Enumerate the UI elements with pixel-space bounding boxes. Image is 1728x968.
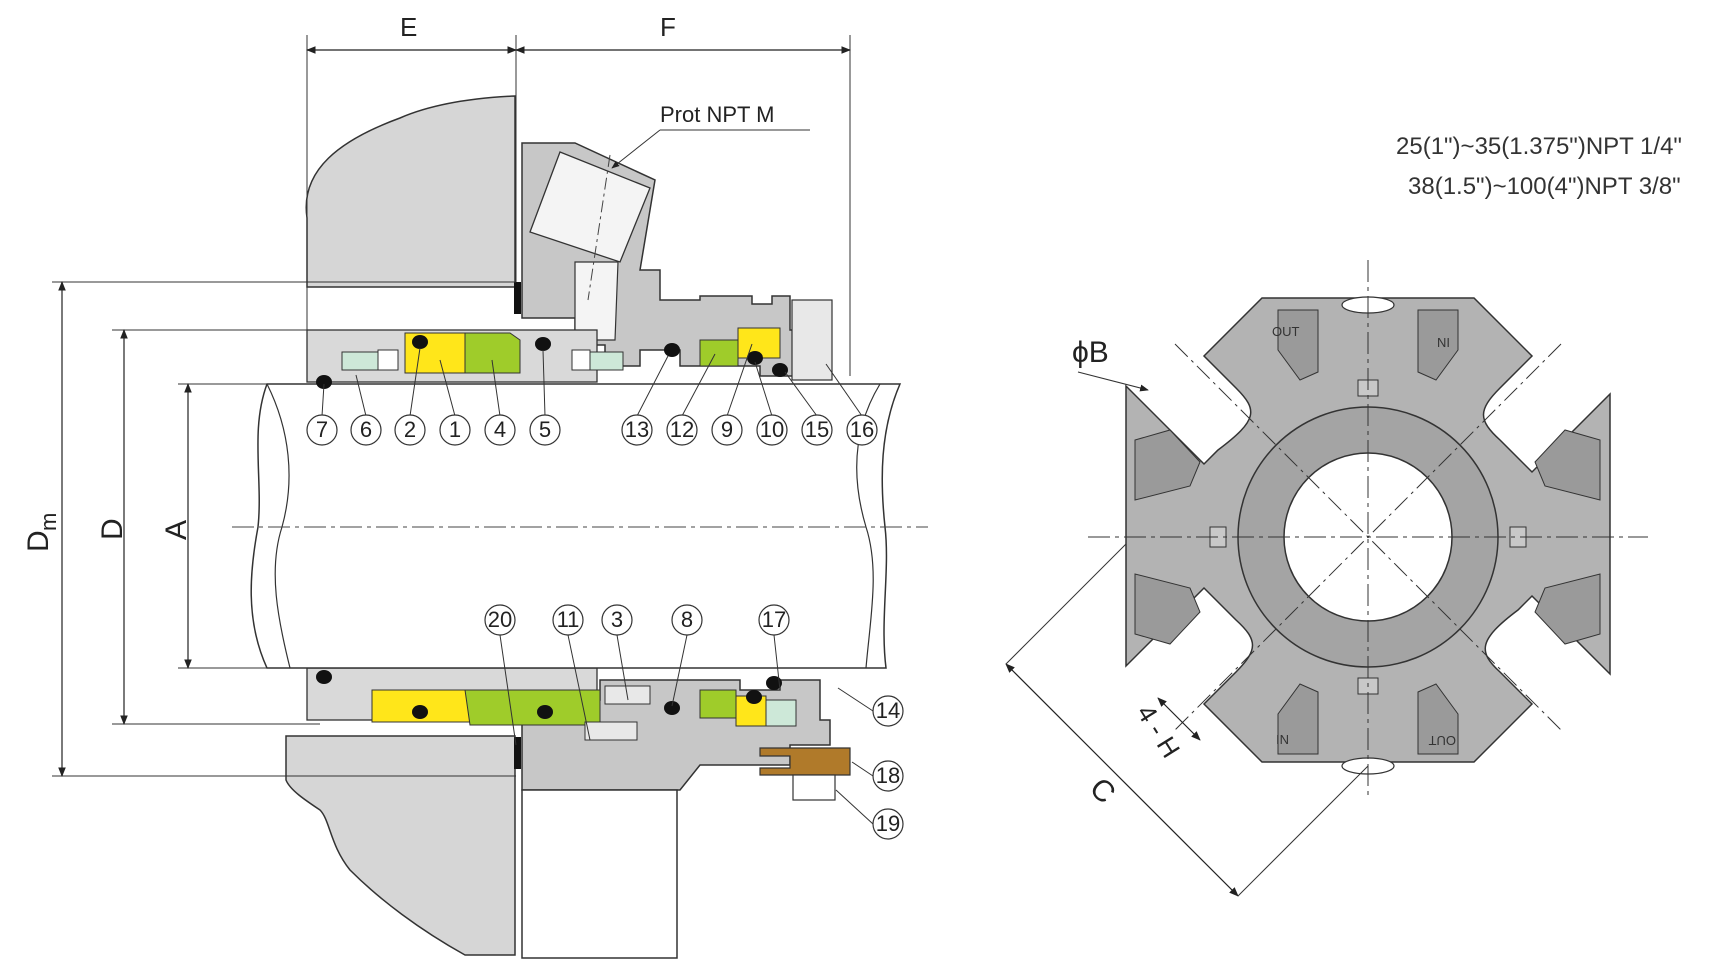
- spring-left: [341, 351, 383, 371]
- callout-number: 6: [360, 417, 372, 442]
- callout-17: 17: [758, 604, 790, 636]
- callout-number: 20: [488, 607, 512, 632]
- note-line-2: 38(1.5")~100(4")NPT 3/8": [1408, 173, 1681, 200]
- callout-number: 4: [494, 417, 506, 442]
- dim-C-line: [1005, 663, 1239, 897]
- housing-bore-lower: [521, 789, 678, 959]
- callout-3: 3: [601, 604, 633, 636]
- callout-number: 3: [611, 607, 623, 632]
- npt-port-bore: [529, 151, 651, 263]
- callout-number: 16: [850, 417, 874, 442]
- flange-gasket-lower: [514, 737, 521, 769]
- note-line-1: 25(1")~35(1.375")NPT 1/4": [1396, 133, 1682, 160]
- dim-E-label: E: [400, 12, 417, 42]
- dim-4H-line: [1157, 697, 1201, 741]
- spring-lower-b: [584, 721, 638, 741]
- callout-number: 19: [876, 811, 900, 836]
- callouts-right: 14 18 19: [835, 687, 904, 840]
- callout-number: 12: [670, 417, 694, 442]
- shaft: [250, 383, 902, 669]
- port-mark-in-bottom: IN: [1276, 732, 1289, 747]
- pump-housing-upper: [305, 95, 516, 288]
- dim-A-label: A: [160, 520, 193, 540]
- callout-2: 2: [394, 347, 426, 446]
- port-mark-in-top: IN: [1437, 335, 1450, 350]
- dim-C-label: C: [1083, 772, 1122, 811]
- dim-phiB-label: ϕB: [1072, 336, 1109, 369]
- port-mark-out-bottom: OUT: [1429, 733, 1457, 748]
- callout-number: 10: [760, 417, 784, 442]
- npt-port-passage: [574, 261, 619, 341]
- callouts-top: 7 6 2 1 4 5 13 12 9 10 15 16: [306, 343, 878, 446]
- callout-5: 5: [529, 349, 561, 446]
- callout-number: 9: [721, 417, 733, 442]
- pump-housing-lower: [285, 735, 516, 956]
- callout-13: 13: [621, 355, 669, 446]
- callout-8: 8: [671, 604, 703, 636]
- callout-number: 14: [876, 698, 900, 723]
- port-label: Prot NPT M: [660, 102, 775, 127]
- callout-number: 8: [681, 607, 693, 632]
- flange-gasket-upper: [514, 282, 521, 314]
- callout-12: 12: [666, 353, 716, 446]
- callout-number: 17: [762, 607, 786, 632]
- callout-20: 20: [484, 604, 516, 636]
- dim-Dm-label: D: [22, 530, 55, 552]
- dim-F-label: F: [660, 12, 676, 42]
- callout-1: 1: [439, 359, 471, 446]
- callouts-bottom: 20 11 3 8 17: [484, 604, 790, 746]
- callout-14: 14: [872, 695, 904, 727]
- callout-18: 18: [872, 760, 904, 792]
- rotary-face-green-lower: [464, 689, 601, 726]
- callout-number: 7: [316, 417, 328, 442]
- callout-number: 1: [449, 417, 461, 442]
- callout-number: 18: [876, 763, 900, 788]
- spring-right: [584, 351, 624, 371]
- callout-9: 9: [711, 343, 753, 446]
- rotary-face-green: [464, 332, 521, 374]
- setting-clip-tab: [792, 774, 836, 801]
- bolt-block: [791, 299, 833, 381]
- callout-19: 19: [872, 808, 904, 840]
- callout-number: 5: [539, 417, 551, 442]
- callout-7: 7: [306, 383, 338, 446]
- callout-15: 15: [784, 371, 833, 446]
- callout-10: 10: [754, 361, 788, 446]
- seal-ring-green-small: [699, 339, 739, 367]
- callout-number: 11: [557, 607, 580, 632]
- end-view: OUT IN IN OUT ϕB C 4 - H 25(1")~35(1.375…: [1005, 133, 1682, 897]
- setting-clip-brown: [759, 747, 851, 776]
- dim-D-label: D: [96, 518, 129, 540]
- callout-6: 6: [350, 374, 382, 446]
- callout-number: 13: [625, 417, 649, 442]
- dim-Dm-sub: m: [36, 513, 61, 531]
- dim-4H-label: 4 - H: [1131, 699, 1186, 763]
- callout-number: 2: [404, 417, 416, 442]
- callout-11: 11: [552, 604, 584, 636]
- port-mark-out-top: OUT: [1272, 324, 1300, 339]
- callout-16: 16: [825, 363, 878, 446]
- callout-number: 15: [805, 417, 829, 442]
- callout-4: 4: [484, 359, 516, 446]
